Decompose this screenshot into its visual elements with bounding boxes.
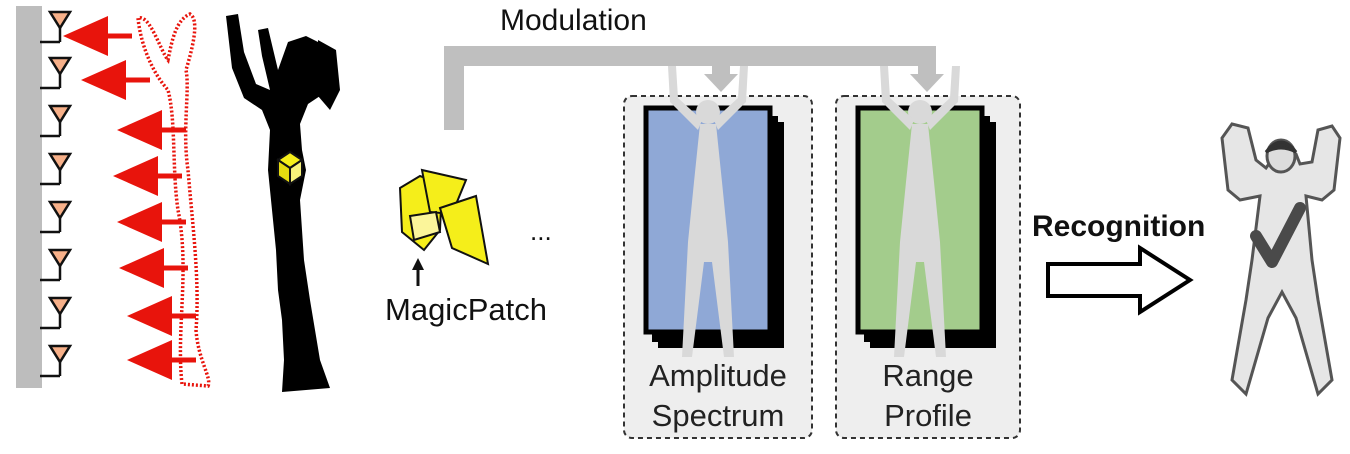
antenna-icon bbox=[38, 152, 72, 186]
recognized-person bbox=[1220, 122, 1342, 397]
antenna-array bbox=[38, 10, 72, 378]
modulation-label: Modulation bbox=[500, 4, 647, 37]
range-caption-line2: Profile bbox=[884, 398, 972, 433]
modulation-path bbox=[444, 46, 944, 130]
pointer-arrow bbox=[412, 258, 424, 286]
range-profile-caption: Range Profile bbox=[836, 356, 1020, 436]
amplitude-caption-line1: Amplitude bbox=[649, 358, 787, 393]
antenna-icon bbox=[38, 200, 72, 234]
recognition-label: Recognition bbox=[1032, 210, 1206, 243]
reflection-outline bbox=[136, 12, 211, 388]
antenna-icon bbox=[38, 56, 72, 90]
person-silhouette bbox=[226, 14, 330, 392]
amplitude-spectrum-caption: Amplitude Spectrum bbox=[624, 356, 812, 436]
antenna-icon bbox=[38, 344, 72, 378]
range-card-stack bbox=[855, 66, 996, 357]
antenna-icon bbox=[38, 10, 72, 44]
hair bbox=[318, 40, 340, 110]
antenna-icon bbox=[38, 248, 72, 282]
range-caption-line1: Range bbox=[882, 358, 974, 393]
wall bbox=[16, 6, 42, 388]
checkmark-icon bbox=[1250, 202, 1306, 268]
antenna-icon bbox=[38, 296, 72, 330]
magicpatch-label: MagicPatch bbox=[385, 292, 547, 327]
antenna-icon bbox=[38, 104, 72, 138]
ellipsis-label: ... bbox=[530, 216, 552, 246]
magicpatch-icon bbox=[398, 168, 490, 266]
amplitude-caption-line2: Spectrum bbox=[651, 398, 785, 433]
magicpatch-icon bbox=[276, 150, 304, 186]
amplitude-card-stack bbox=[643, 66, 784, 357]
recognition-arrow bbox=[1046, 244, 1194, 316]
